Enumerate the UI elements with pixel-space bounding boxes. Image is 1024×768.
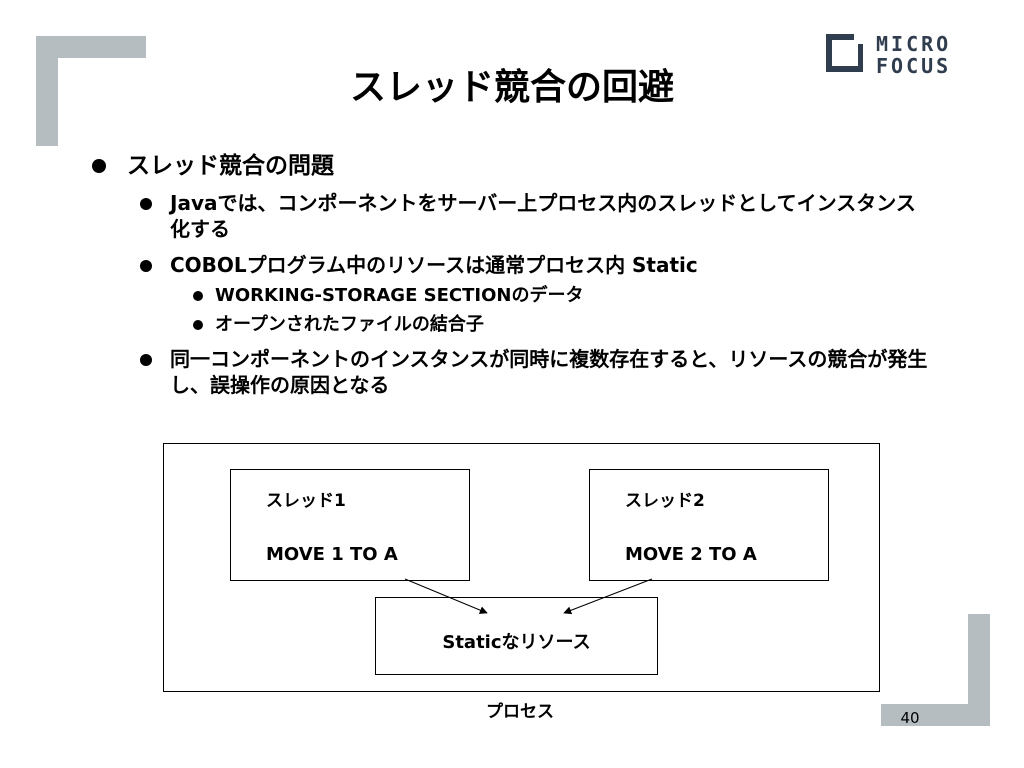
thread1-code: MOVE 1 TO A — [266, 544, 398, 565]
thread2-box — [589, 469, 829, 581]
corner-bracket-top-left-vertical — [36, 36, 58, 146]
corner-bracket-bottom-right-vertical — [968, 614, 990, 726]
bullet-text: WORKING-STORAGE SECTIONのデータ — [215, 285, 584, 306]
thread1-title: スレッド1 — [266, 491, 346, 511]
bullet-dot-icon — [193, 291, 203, 301]
thread2-title: スレッド2 — [625, 491, 705, 511]
bullet-text: COBOLプログラム中のリソースは通常プロセス内 Static — [170, 253, 698, 277]
bullet-text: スレッド競合の問題 — [127, 153, 334, 179]
slide-title: スレッド競合の回避 — [349, 67, 674, 108]
bullet-text: オープンされたファイルの結合子 — [215, 314, 484, 335]
bullet-dot-icon — [193, 320, 203, 330]
logo-word-2: FOCUS — [876, 54, 952, 78]
logo-square-icon — [826, 32, 866, 72]
corner-bracket-bottom-right-horizontal — [881, 704, 990, 726]
bullet-text: 同一コンポーネントのインスタンスが同時に複数存在すると、リソースの競合が発生し、… — [170, 347, 928, 397]
static-resource-label: Staticなリソース — [442, 632, 591, 653]
thread1-box — [230, 469, 470, 581]
process-label: プロセス — [486, 702, 554, 722]
bullet-text: Javaでは、コンポーネントをサーバー上プロセス内のスレッドとしてインスタンス化… — [170, 191, 916, 241]
bullet-dot-icon — [140, 354, 152, 366]
corner-bracket-top-left-horizontal — [36, 36, 146, 58]
bullet-dot-icon — [92, 159, 106, 173]
bullet-dot-icon — [140, 198, 152, 210]
page-number: 40 — [900, 709, 920, 727]
logo-word-1: MICRO — [876, 32, 952, 56]
bullet-dot-icon — [140, 260, 152, 272]
micro-focus-logo: MICRO FOCUS — [826, 32, 996, 80]
thread2-code: MOVE 2 TO A — [625, 544, 757, 565]
